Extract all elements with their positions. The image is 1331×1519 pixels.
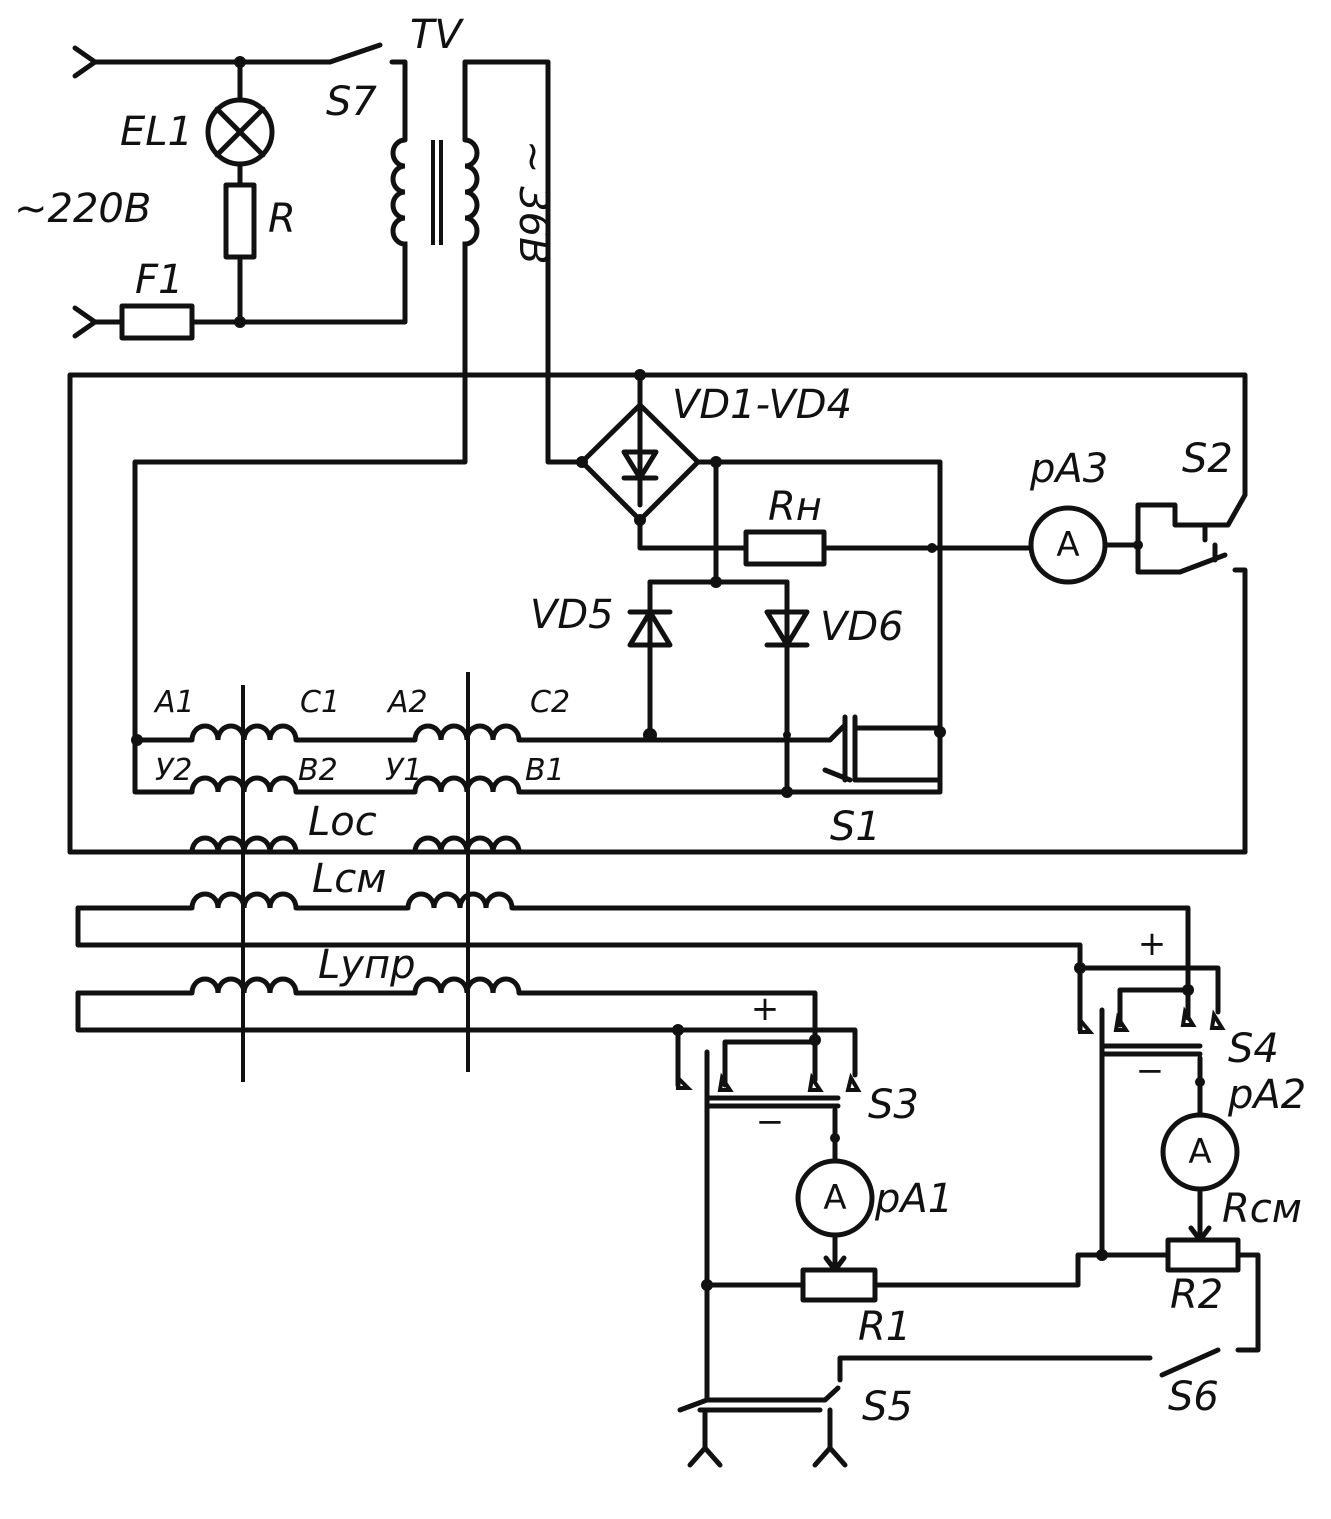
ammeter-pa3: A (1028, 505, 1108, 585)
lamp-el1 (205, 97, 275, 167)
mains-terminal-bottom (72, 305, 98, 339)
switch-s5: S5 (677, 1384, 913, 1468)
fuse-f1 (119, 303, 195, 341)
working-winding-row-1: A1 C1 A2 C2 (131, 685, 833, 746)
working-winding-row-2: У2 В2 У1 В1 (132, 737, 943, 798)
label-s6: S6 (1168, 1374, 1219, 1420)
label-pa1: pA1 (874, 1176, 953, 1222)
switch-s6: S6 (837, 1347, 1221, 1420)
label-y1: У1 (385, 753, 422, 788)
label-a1: A1 (153, 685, 195, 720)
s3-plus-sign: + (751, 989, 780, 1029)
resistor-r2 (1165, 1237, 1241, 1273)
diodes-vd5-vd6: VD5 VD6 (530, 576, 904, 795)
switch-s1: S1 (822, 714, 946, 850)
transformer-secondary (462, 137, 480, 250)
mains-input-section: EL1 R F1 ~220В S7 (14, 42, 408, 341)
resistor-r1 (800, 1267, 878, 1303)
s3-minus-sign: − (756, 1102, 785, 1142)
transformer-primary (390, 137, 408, 250)
label-s5: S5 (862, 1384, 913, 1430)
mains-terminal-top (72, 45, 98, 79)
label-pa3: pA3 (1029, 446, 1108, 492)
label-rn: Rн (768, 484, 822, 530)
diode-vd6 (764, 609, 810, 648)
label-c1: C1 (300, 685, 340, 720)
label-el1: EL1 (120, 109, 193, 155)
label-f1: F1 (135, 257, 183, 303)
label-r2: R2 (1170, 1272, 1223, 1318)
label-s3: S3 (868, 1082, 919, 1128)
bias-current-meter: A pA2 Rсм R2 (1160, 1055, 1306, 1353)
label-secondary-voltage: ~ 36В (510, 140, 556, 265)
label-s7: S7 (326, 79, 377, 125)
switch-s4: + − S4 (1074, 924, 1279, 1261)
label-bridge: VD1-VD4 (672, 382, 852, 428)
label-r: R (268, 196, 296, 242)
label-loc: Lос (308, 799, 377, 845)
label-b1: В1 (525, 753, 565, 788)
label-tv: TV (410, 12, 464, 58)
label-y2: У2 (155, 753, 192, 788)
label-r1: R1 (858, 1304, 911, 1350)
label-vd5: VD5 (530, 592, 614, 638)
label-c2: C2 (530, 685, 570, 720)
transformer-tv: TV ~ 36В (132, 12, 585, 743)
bridge-diode-symbol (621, 449, 659, 481)
resistor-rn (743, 529, 827, 567)
label-lynp: Lупр (318, 942, 416, 988)
control-winding-lynp: Lупр (75, 942, 818, 1088)
label-s4: S4 (1228, 1026, 1279, 1072)
label-pa2: pA2 (1227, 1072, 1306, 1118)
switch-s3: + − S3 (672, 989, 919, 1403)
diode-vd5 (627, 609, 673, 648)
label-s1: S1 (830, 804, 881, 850)
label-s2: S2 (1182, 436, 1233, 482)
svg-text:A: A (1188, 1132, 1211, 1172)
output-terminal-left (687, 1445, 723, 1468)
label-b2: В2 (298, 753, 338, 788)
label-vd6: VD6 (820, 604, 904, 650)
s4-plus-sign: + (1138, 924, 1167, 964)
bias-winding-lcm: Lсм (75, 856, 1191, 988)
svg-text:A: A (823, 1178, 846, 1218)
label-lcm: Lсм (312, 856, 386, 902)
resistor-r (223, 182, 257, 260)
switch-s7-blade (327, 42, 383, 65)
output-terminal-right (812, 1445, 848, 1468)
ammeter-pa1: A (795, 1158, 875, 1238)
label-rcm: Rсм (1222, 1186, 1302, 1232)
svg-text:A: A (1056, 525, 1079, 565)
label-a2: A2 (386, 685, 428, 720)
feedback-winding-loc: Lос (67, 799, 1248, 855)
ammeter-pa2: A (1160, 1112, 1240, 1192)
control-current-meter: A pA1 R1 (701, 1107, 1171, 1350)
label-mains-voltage: ~220В (14, 186, 151, 232)
s4-minus-sign: − (1136, 1051, 1165, 1091)
bridge-rectifier-vd1-vd4: VD1-VD4 (576, 369, 943, 793)
